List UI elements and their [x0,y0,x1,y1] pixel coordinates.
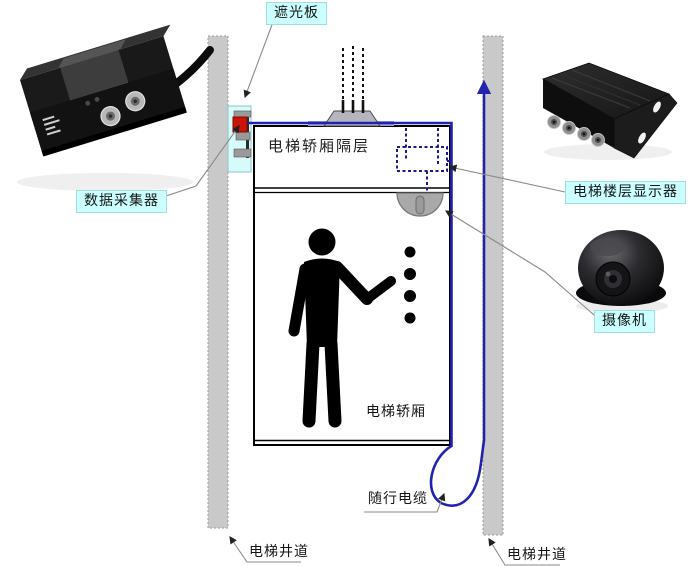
right-shaft-rail [482,35,504,536]
label-car-partition: 电梯轿厢隔层 [268,139,371,155]
label-shaft-left: 电梯井道 [249,545,309,560]
label-elevator-car: 电梯轿厢 [366,405,426,420]
camera-leader [445,210,595,316]
left-shaft-rail [207,35,229,529]
dvr-device-image [542,62,678,160]
person-pictogram [288,228,396,428]
shield-plate-leader [243,21,274,99]
label-shaft-right: 电梯井道 [507,548,567,563]
label-data-collector: 数据采集器 [76,190,167,213]
label-shield-plate: 遮光板 [266,2,327,25]
hidden-wiring [396,128,452,193]
traveling-cable-leader [364,492,446,513]
in-car-dome-camera [396,192,444,217]
dvr-bnc-ports [547,115,605,147]
label-traveling-cable: 随行电缆 [368,492,428,507]
photoelectric-sensor-image [17,24,214,191]
elevator-buttons [404,246,416,324]
shield-plate-assembly [227,105,252,173]
dome-camera-image [576,230,668,313]
bnc-connectors [100,91,146,127]
label-floor-display: 电梯楼层显示器 [565,181,686,204]
hoistway-wires [341,46,365,113]
label-camera: 摄像机 [594,310,655,333]
shaft-left-leader [229,536,301,563]
sensor-head [232,116,248,133]
shaft-right-leader [488,538,560,566]
floor-display-leader [448,164,566,193]
floor-display-location-box [396,146,448,172]
